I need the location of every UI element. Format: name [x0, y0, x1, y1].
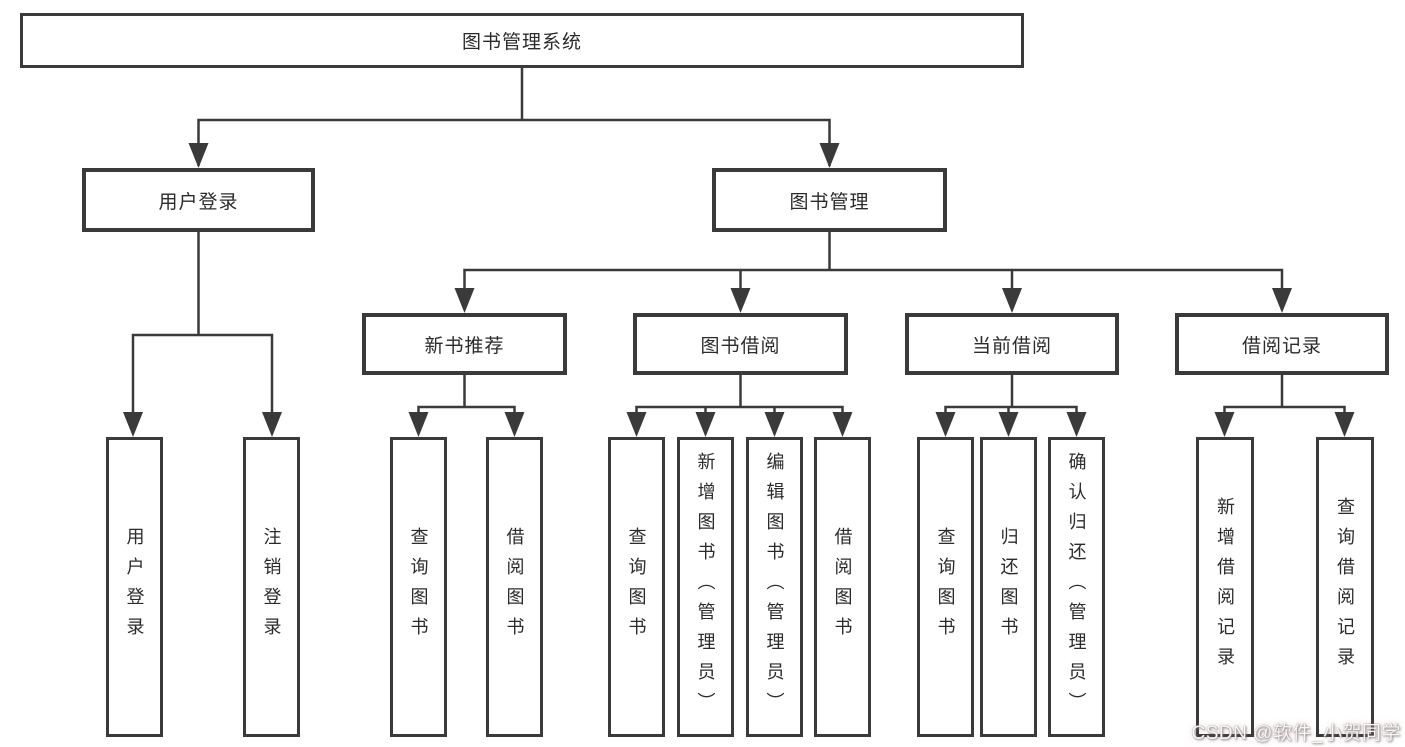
connector-paths — [131, 68, 1346, 433]
group-node-label: 新书推荐 — [424, 335, 505, 357]
root-node-library-system: 图书管理系统 — [20, 13, 1024, 68]
leaf-node-label: 查询图书 — [626, 527, 647, 647]
leaf-node-query-books-borrow: 查询图书 — [608, 437, 665, 737]
leaf-node-query-books-recommend: 查询图书 — [390, 437, 447, 737]
leaf-node-label: 借阅图书 — [832, 527, 853, 647]
leaf-node-label: 新增图书（管理员） — [695, 452, 716, 722]
leaf-node-borrow-books-recommend: 借阅图书 — [486, 437, 543, 737]
node-book-management: 图书管理 — [712, 168, 947, 232]
group-node-label: 当前借阅 — [971, 335, 1052, 357]
leaf-node-add-borrow-record: 新增借阅记录 — [1196, 437, 1254, 737]
group-node-book-borrow: 图书借阅 — [633, 313, 848, 375]
leaf-node-edit-books-admin: 编辑图书（管理员） — [746, 437, 803, 737]
group-node-new-book-recommend: 新书推荐 — [362, 313, 567, 375]
csdn-watermark: CSDN @软件_小贺同学 — [1191, 723, 1401, 744]
leaf-node-label: 新增借阅记录 — [1215, 497, 1235, 677]
node-user-login-label: 用户登录 — [158, 191, 239, 213]
group-node-borrow-records: 借阅记录 — [1175, 313, 1389, 375]
leaf-node-query-borrow-record: 查询借阅记录 — [1316, 437, 1374, 737]
leaf-node-label: 查询图书 — [408, 527, 429, 647]
leaf-node-return-books: 归还图书 — [980, 437, 1037, 737]
node-user-login: 用户登录 — [82, 168, 315, 232]
leaf-node-add-books-admin: 新增图书（管理员） — [677, 437, 734, 737]
root-node-label: 图书管理系统 — [461, 32, 582, 53]
group-node-current-borrow: 当前借阅 — [905, 313, 1119, 375]
leaf-node-user-login: 用户登录 — [106, 437, 163, 737]
leaf-node-label: 确认归还（管理员） — [1066, 452, 1087, 722]
leaf-node-label: 借阅图书 — [504, 527, 525, 647]
node-book-management-label: 图书管理 — [789, 191, 870, 213]
arrowhead-icons — [123, 143, 1355, 437]
leaf-node-label: 注销登录 — [261, 527, 282, 647]
leaf-node-confirm-return-admin: 确认归还（管理员） — [1048, 437, 1105, 737]
leaf-node-borrow-books: 借阅图书 — [814, 437, 871, 737]
leaf-node-label: 查询图书 — [935, 527, 956, 647]
group-node-label: 借阅记录 — [1241, 335, 1322, 357]
leaf-node-label: 用户登录 — [124, 527, 145, 647]
group-node-label: 图书借阅 — [700, 335, 781, 357]
leaf-node-query-books-current: 查询图书 — [917, 437, 974, 737]
leaf-node-logout: 注销登录 — [243, 437, 300, 737]
leaf-node-label: 查询借阅记录 — [1335, 497, 1355, 677]
leaf-node-label: 归还图书 — [998, 527, 1019, 647]
leaf-node-label: 编辑图书（管理员） — [764, 452, 785, 722]
